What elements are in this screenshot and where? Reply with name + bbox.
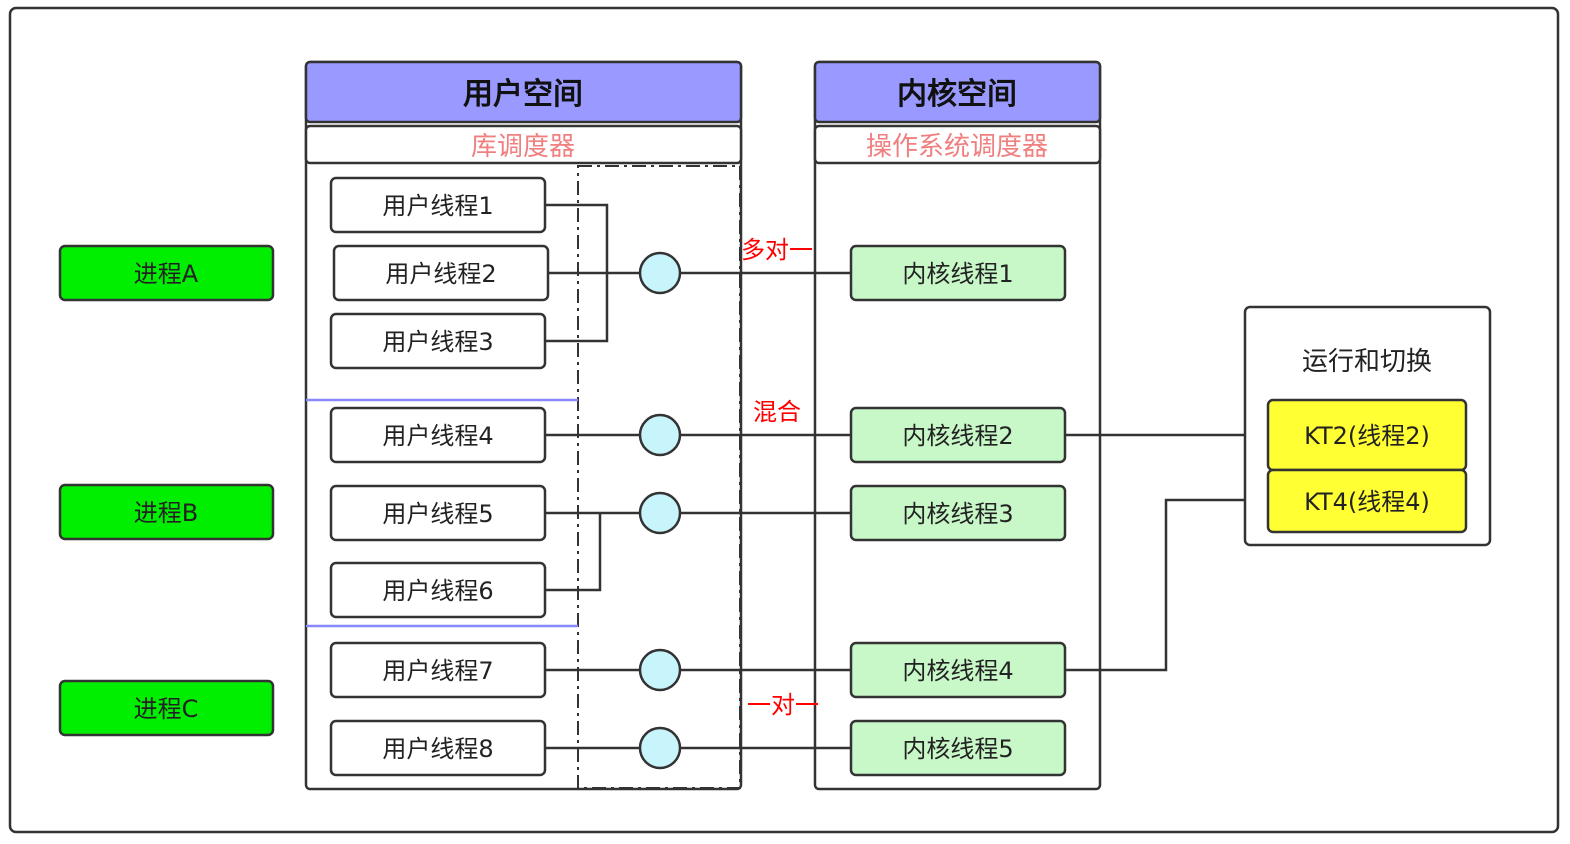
kernel-thread-1: 内核线程1 [849,244,1067,302]
user-thread-label: 用户线程7 [382,657,493,685]
library-scheduler-region [577,165,741,789]
library-scheduler-label: 库调度器 [471,132,575,162]
kernel-thread-box [849,641,1067,699]
running-item-label: KT4(线程4) [1304,488,1430,516]
link-kt4-running [1065,498,1268,672]
running-kt2: KT2(线程2) [1266,398,1468,472]
user-thread-label: 用户线程6 [382,577,493,605]
running-kt4: KT4(线程4) [1266,468,1468,534]
user-thread-8: 用户线程8 [329,719,547,777]
kernel-thread-box [849,244,1067,302]
user-thread-box [329,176,547,234]
user-thread-box [329,406,547,464]
kernel-thread-box [849,406,1067,464]
user-thread-label: 用户线程4 [382,422,493,450]
user-thread-box [329,561,547,619]
kernel-thread-4: 内核线程4 [849,641,1067,699]
user-thread-label: 用户线程3 [382,328,493,356]
kernel-thread-label: 内核线程3 [902,500,1013,528]
scheduler-node [638,491,682,535]
scheduler-to-kernel-connectors [660,271,851,750]
process-box [58,244,275,302]
kernel-thread-label: 内核线程1 [902,260,1013,288]
kernel-thread-box [849,719,1067,777]
user-thread-box [329,719,547,777]
user-thread-box [332,244,550,302]
process-box [58,679,275,737]
user-thread-6: 用户线程6 [329,561,547,619]
process-a: 进程A [58,244,275,302]
kernel-thread-label: 内核线程5 [902,735,1013,763]
kernel-thread-label: 内核线程2 [902,422,1013,450]
library-scheduler-bar [304,124,743,165]
process-c: 进程C [58,679,275,737]
kernel-thread-label: 内核线程4 [902,657,1013,685]
os-scheduler-bar [813,124,1102,165]
user-thread-box [329,641,547,699]
process-column: 进程A 进程B 进程C [58,244,275,737]
user-space-title: 用户空间 [463,77,583,112]
user-thread-5: 用户线程5 [329,484,547,542]
many-to-one-label: 多对一 [741,236,813,264]
user-thread-3: 用户线程3 [329,312,547,370]
one-to-one-label: 一对一 [747,691,819,719]
kernel-thread-2: 内核线程2 [849,406,1067,464]
user-thread-label: 用户线程8 [382,735,493,763]
kernel-thread-5: 内核线程5 [849,719,1067,777]
scheduler-node [638,648,682,692]
user-thread-2: 用户线程2 [332,244,550,302]
process-box [58,483,275,541]
kernel-thread-3: 内核线程3 [849,484,1067,542]
user-thread-box [329,484,547,542]
user-thread-4: 用户线程4 [329,406,547,464]
running-item-label: KT2(线程2) [1304,422,1430,450]
process-b: 进程B [58,483,275,541]
kernel-thread-column: 内核线程1 内核线程2 内核线程3 内核线程4 内核线程5 [849,244,1067,777]
os-scheduler-label: 操作系统调度器 [866,132,1048,162]
user-space-header [304,60,743,124]
user-thread-column: 用户线程1 用户线程2 用户线程3 用户线程4 用户线程5 用户线程6 用户线程… [329,176,550,777]
kernel-to-running-connectors [1065,433,1268,672]
kernel-space-header [813,60,1102,124]
process-label: 进程B [134,499,198,527]
hybrid-label: 混合 [753,398,801,426]
scheduler-node [638,726,682,770]
kernel-thread-box [849,484,1067,542]
user-to-scheduler-connectors [545,203,660,750]
scheduler-node [638,413,682,457]
process-label: 进程A [134,260,199,288]
user-thread-label: 用户线程5 [382,500,493,528]
user-thread-1: 用户线程1 [329,176,547,234]
running-panel-title: 运行和切换 [1302,347,1432,377]
user-thread-7: 用户线程7 [329,641,547,699]
process-label: 进程C [134,695,199,723]
scheduler-node [638,251,682,295]
user-thread-label: 用户线程2 [385,260,496,288]
scheduler-nodes [638,251,682,770]
user-thread-box [329,312,547,370]
kernel-space-title: 内核空间 [897,77,1017,112]
user-thread-label: 用户线程1 [382,192,493,220]
running-item-box [1266,468,1468,534]
